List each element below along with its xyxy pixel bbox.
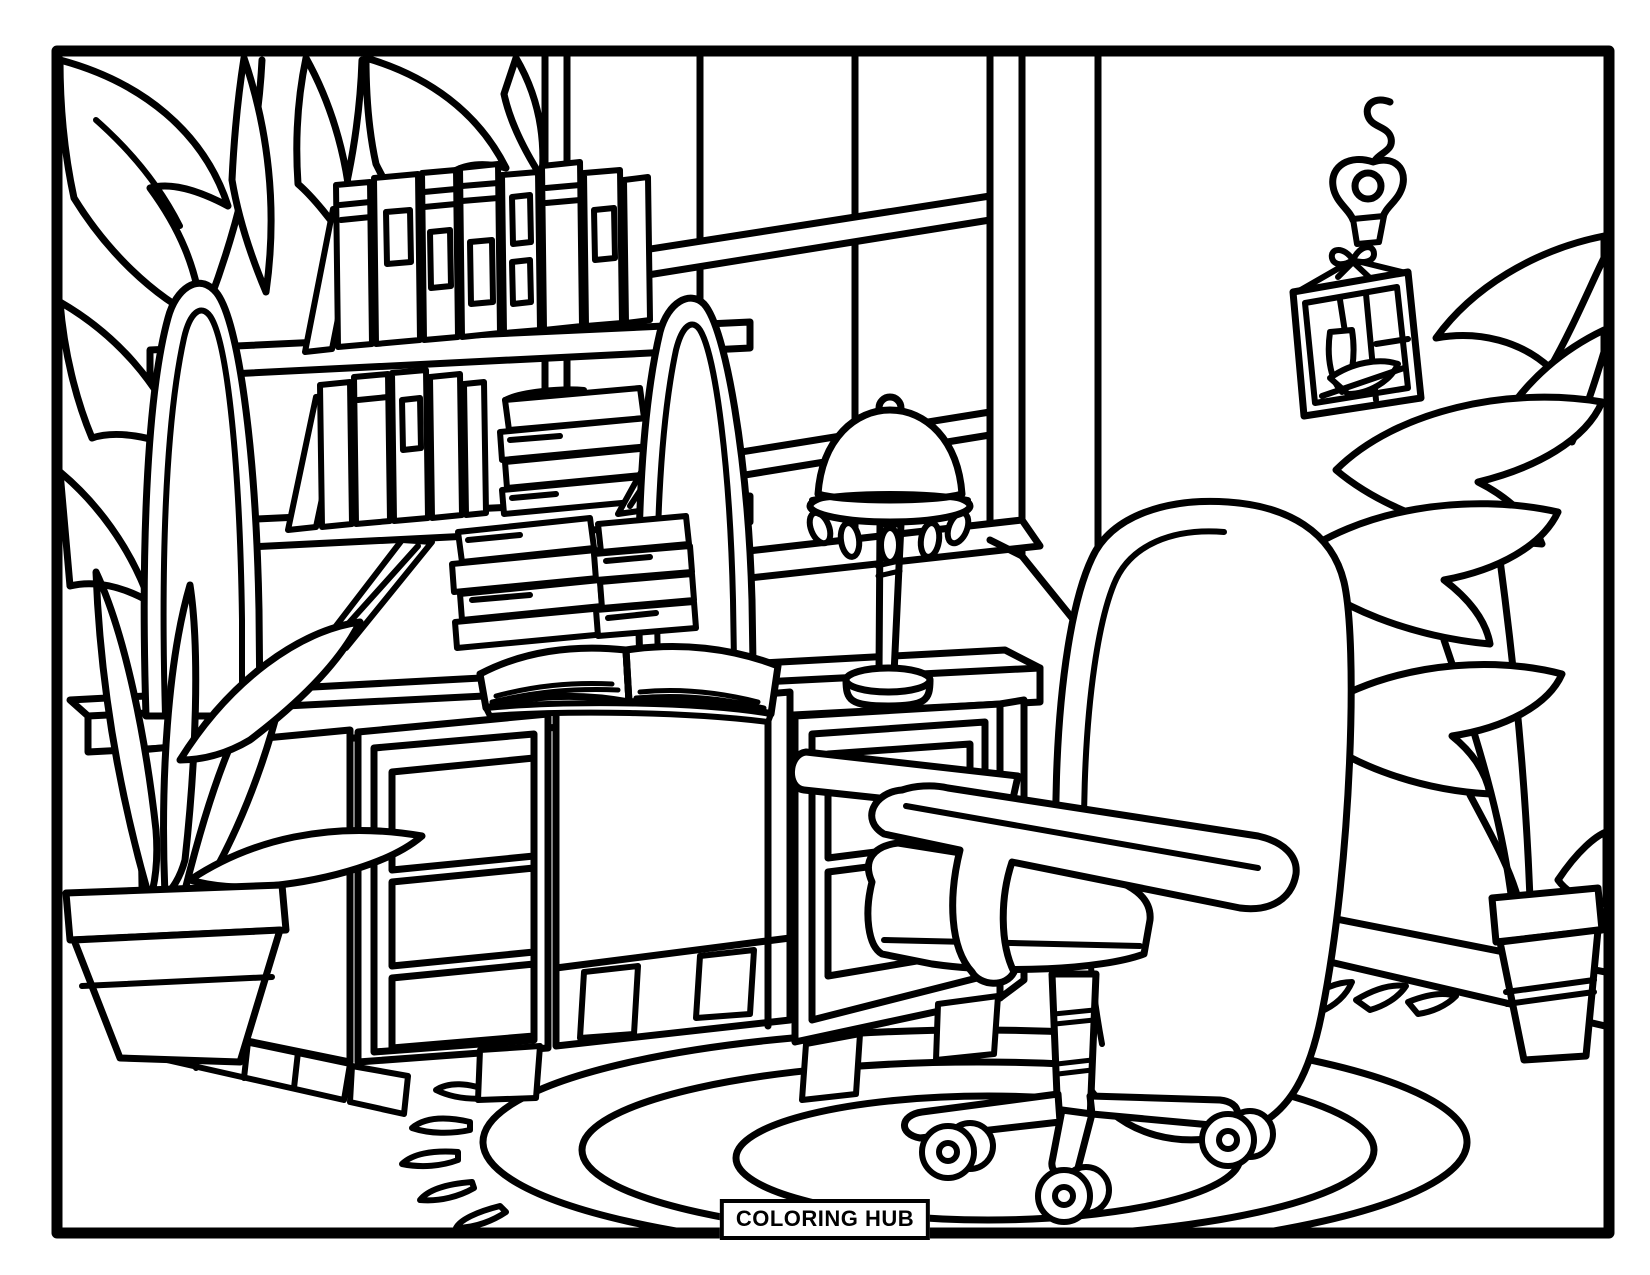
bookshelf-hutch — [140, 159, 757, 720]
books-top-shelf — [302, 159, 653, 355]
coloring-hub-badge: COLORING HUB — [719, 1199, 931, 1240]
open-book — [476, 643, 782, 725]
potted-plant-right — [1286, 393, 1605, 1064]
wall-hook-ornament — [1329, 96, 1407, 247]
chair-casters — [919, 1108, 1276, 1225]
hanging-plant — [61, 55, 547, 606]
office-chair — [788, 497, 1355, 1225]
desk-left-pedestal — [354, 710, 552, 1103]
picture-frame — [1289, 244, 1425, 420]
desk-kneehole — [552, 688, 794, 1050]
desk-lamp — [806, 393, 974, 710]
chair-near-armrest — [868, 782, 1300, 987]
floor-plant-left — [62, 568, 426, 1066]
